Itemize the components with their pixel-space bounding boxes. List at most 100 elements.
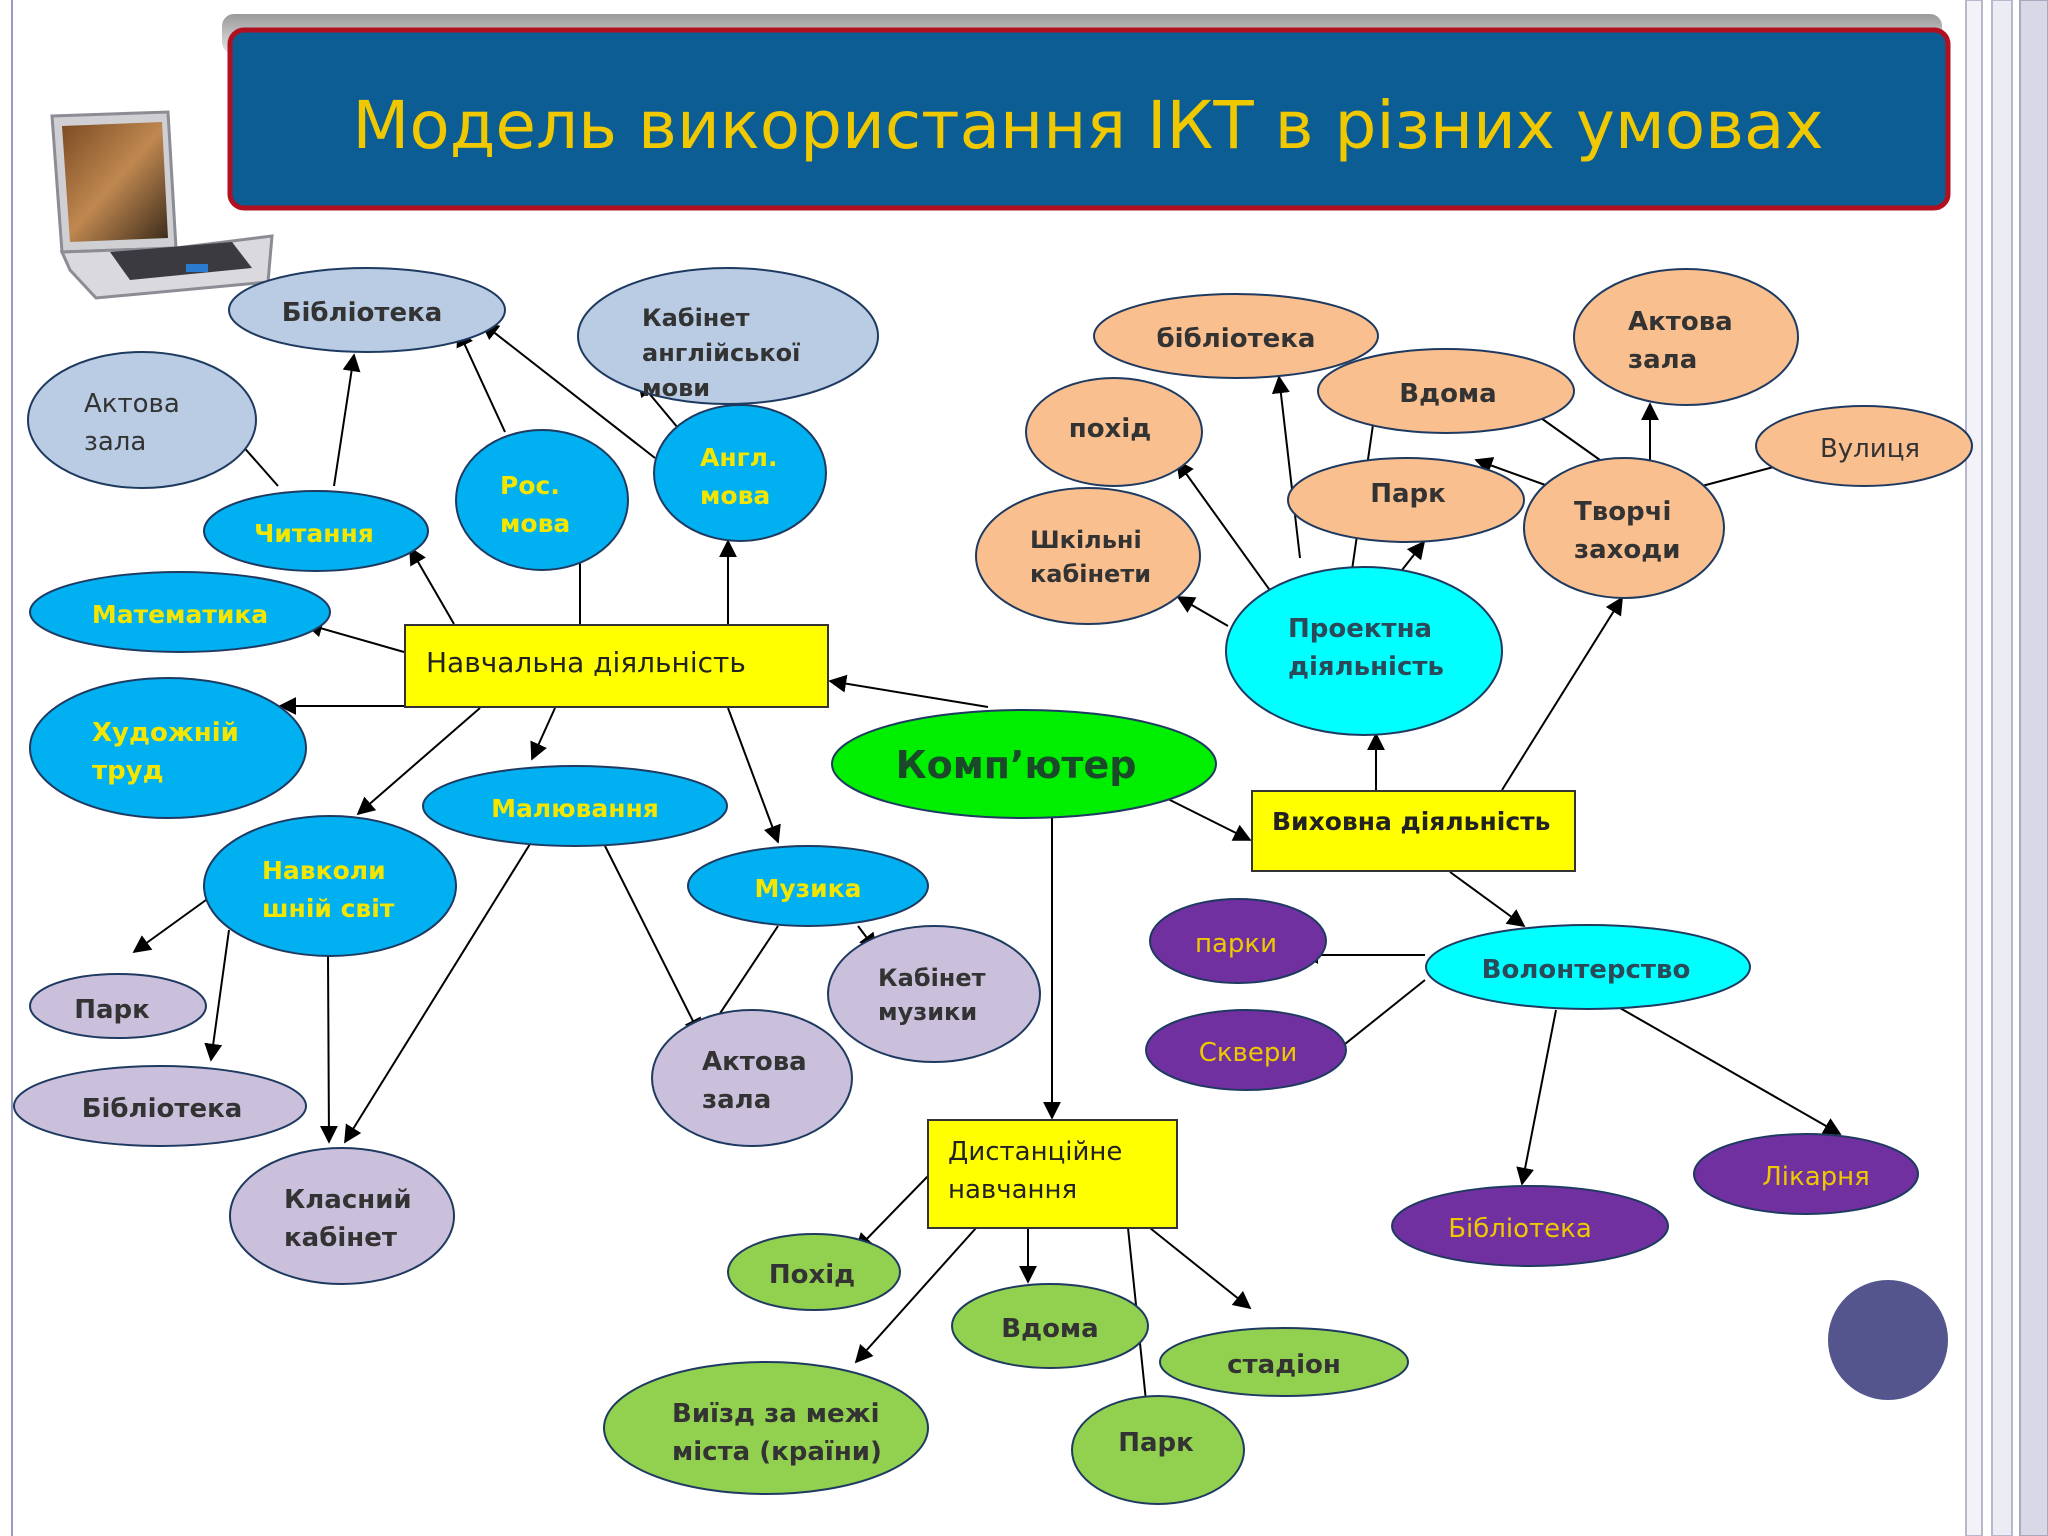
node-label: стадіон bbox=[1227, 1350, 1341, 1380]
node-label: Сквери bbox=[1199, 1038, 1298, 1068]
node-label: Бібліотека bbox=[1448, 1214, 1592, 1244]
node-street: Вулиця bbox=[1755, 405, 1973, 487]
node-label: Актова bbox=[1628, 307, 1733, 337]
box-label: Дистанційне bbox=[948, 1137, 1122, 1167]
node-label: Проектна bbox=[1288, 614, 1432, 644]
node-label: шній світ bbox=[262, 894, 395, 923]
accent-circle bbox=[1828, 1280, 1948, 1400]
node-computer: Комп’ютер bbox=[831, 709, 1217, 819]
node-label: Рос. bbox=[500, 471, 560, 500]
node-label: Парк bbox=[1118, 1428, 1194, 1458]
node-label: труд bbox=[92, 756, 164, 786]
node-label: Бібліотека bbox=[282, 298, 443, 328]
node-assembly-hall-1: Актова зала bbox=[27, 351, 257, 489]
node-label: Виїзд за межі bbox=[672, 1399, 879, 1429]
node-stadium: стадіон bbox=[1159, 1327, 1409, 1397]
node-label: кабінети bbox=[1030, 560, 1151, 588]
node-label: мова bbox=[500, 509, 570, 538]
connectors bbox=[132, 321, 1842, 1422]
node-label: Музика bbox=[754, 874, 861, 903]
title-banner: Модель використання ІКТ в різних умовах bbox=[222, 14, 1951, 211]
node-label: Комп’ютер bbox=[896, 743, 1137, 787]
node-parks: парки bbox=[1149, 898, 1327, 984]
node-label: Шкільні bbox=[1030, 526, 1142, 554]
node-library-3: бібліотека bbox=[1093, 293, 1379, 379]
node-music-room: Кабінет музики bbox=[827, 925, 1041, 1063]
node-drawing: Малювання bbox=[422, 765, 728, 847]
node-label: похід bbox=[1069, 414, 1152, 444]
node-label: Математика bbox=[92, 600, 268, 629]
node-label: Кабінет bbox=[642, 304, 750, 332]
node-label: Парк bbox=[74, 995, 150, 1025]
node-park-2: Парк bbox=[1287, 457, 1525, 543]
node-label: Похід bbox=[769, 1260, 855, 1290]
node-native-language: Рос. мова bbox=[455, 429, 629, 571]
node-creative-events: Творчі заходи bbox=[1523, 457, 1725, 599]
box-label: Виховна діяльність bbox=[1272, 807, 1550, 836]
node-label: англійської bbox=[642, 339, 800, 367]
node-label: Класний bbox=[284, 1185, 412, 1215]
node-math: Математика bbox=[29, 571, 331, 653]
node-hike-1: похід bbox=[1025, 377, 1203, 487]
node-surrounding-world: Навколи шній світ bbox=[203, 815, 457, 957]
node-home-1: Вдома bbox=[1317, 348, 1575, 434]
node-library-4: Бібліотека bbox=[1391, 1185, 1669, 1267]
node-label: Творчі bbox=[1574, 497, 1671, 527]
page-title: Модель використання ІКТ в різних умовах bbox=[352, 87, 1823, 164]
node-assembly-hall-3: Актова зала bbox=[1573, 268, 1799, 406]
node-label: Вдома bbox=[1001, 1314, 1098, 1344]
box-learning-activity: Навчальна діяльність bbox=[404, 624, 829, 708]
node-home-2: Вдома bbox=[951, 1283, 1149, 1369]
node-classroom: Класний кабінет bbox=[229, 1147, 455, 1285]
node-label: Вдома bbox=[1399, 379, 1496, 409]
node-label: парки bbox=[1195, 929, 1277, 959]
node-label: міста (країни) bbox=[672, 1437, 882, 1467]
box-label: навчання bbox=[948, 1175, 1077, 1205]
box-label: Навчальна діяльність bbox=[426, 646, 746, 679]
node-trip-abroad: Виїзд за межі міста (країни) bbox=[603, 1361, 929, 1495]
node-label: Бібліотека bbox=[82, 1094, 243, 1124]
node-label: Художній bbox=[92, 718, 239, 748]
node-hospital: Лікарня bbox=[1693, 1133, 1919, 1215]
node-label: зала bbox=[1628, 345, 1697, 375]
node-label: діяльність bbox=[1288, 652, 1444, 682]
node-label: мови bbox=[642, 374, 710, 402]
node-music: Музика bbox=[687, 845, 929, 927]
node-hike-2: Похід bbox=[727, 1233, 901, 1311]
node-label: бібліотека bbox=[1157, 324, 1316, 354]
node-label: Волонтерство bbox=[1482, 955, 1691, 985]
node-english-language: Англ. мова bbox=[653, 404, 827, 542]
node-label: Актова bbox=[84, 389, 180, 419]
node-label: зала bbox=[84, 427, 146, 457]
node-label: Читання bbox=[254, 519, 374, 548]
node-reading: Читання bbox=[203, 490, 429, 572]
node-label: музики bbox=[878, 998, 977, 1026]
node-assembly-hall-2: Актова зала bbox=[651, 1009, 853, 1147]
node-art-labor: Художній труд bbox=[29, 677, 307, 819]
node-label: Малювання bbox=[491, 794, 659, 823]
box-distance-learning: Дистанційне навчання bbox=[927, 1119, 1178, 1229]
laptop-icon bbox=[50, 110, 274, 300]
node-label: Кабінет bbox=[878, 964, 986, 992]
node-squares: Сквери bbox=[1145, 1009, 1347, 1091]
node-english-room: Кабінет англійської мови bbox=[577, 267, 879, 405]
node-label: Парк bbox=[1370, 479, 1446, 509]
node-label: Навколи bbox=[262, 856, 386, 885]
node-label: кабінет bbox=[284, 1223, 397, 1253]
node-label: Англ. bbox=[700, 443, 778, 472]
node-library-2: Бібліотека bbox=[13, 1065, 307, 1147]
node-volunteering: Волонтерство bbox=[1425, 924, 1751, 1010]
node-label: заходи bbox=[1574, 535, 1681, 565]
node-park-1: Парк bbox=[29, 973, 207, 1039]
node-label: зала bbox=[702, 1085, 771, 1115]
node-project-activity: Проектна діяльність bbox=[1225, 566, 1503, 736]
node-label: мова bbox=[700, 481, 770, 510]
box-upbringing-activity: Виховна діяльність bbox=[1251, 790, 1576, 872]
node-park-3: Парк bbox=[1071, 1395, 1245, 1505]
node-school-rooms: Шкільні кабінети bbox=[975, 487, 1201, 625]
node-label: Лікарня bbox=[1762, 1162, 1870, 1192]
node-library-1: Бібліотека bbox=[228, 267, 506, 353]
node-label: Актова bbox=[702, 1047, 807, 1077]
node-label: Вулиця bbox=[1820, 434, 1920, 464]
